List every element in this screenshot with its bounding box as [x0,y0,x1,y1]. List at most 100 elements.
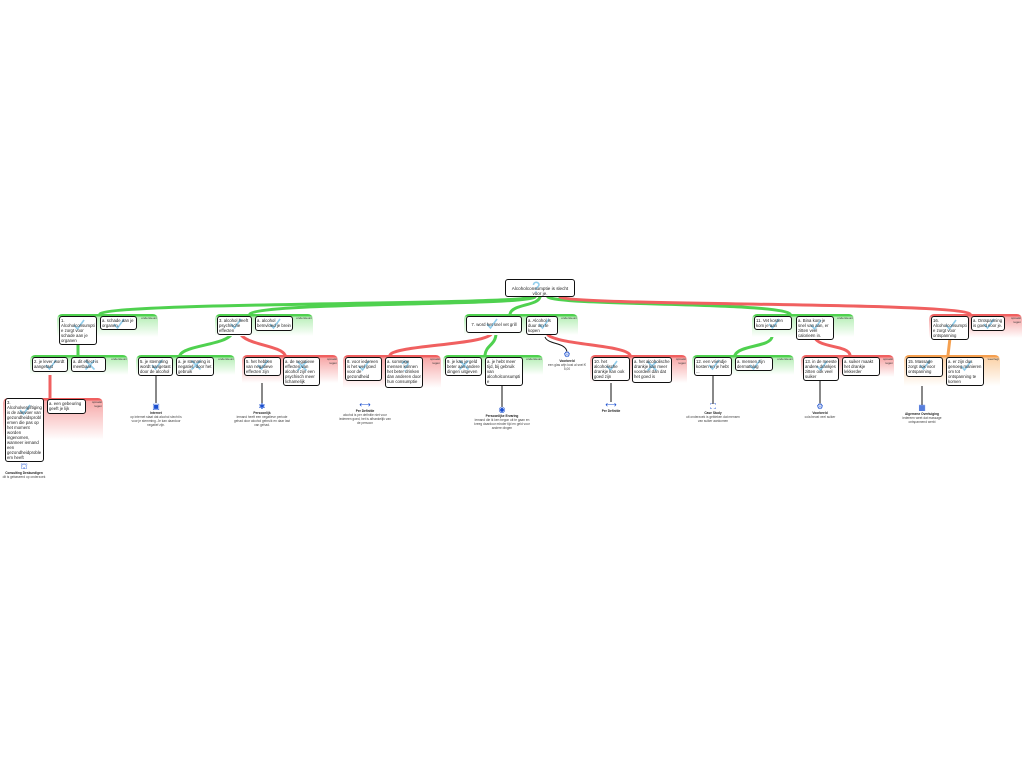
node-text: 16. Alcoholconsumptie zorgt voor ontspan… [933,318,967,338]
case-study-icon: ⛶ [710,402,716,411]
node-text: iedereen weet dat massage ontspannend we… [902,416,942,424]
claim-13[interactable]: 13. in de meeste andere drankjes zitten … [803,357,839,381]
relation-label: spreekt tegen [676,357,686,365]
relation-label: ondersteunt [561,316,577,320]
claim-2[interactable]: 2. je lever wordt aangetast [32,357,68,372]
main-claim[interactable]: Alcoholconsumptie is slecht voor je. [505,279,575,297]
reason-1a[interactable]: a. schade aan je organen. [100,316,137,330]
experience-icon: ◉ [498,405,506,414]
node-text: 5. je stemming wordt aangetast door de a… [140,359,171,374]
node-text: een glas wijn kost al snel € 5,00 [548,363,586,371]
node-text: 7. word het snel vet grill [471,322,517,327]
node-text: a. je stemming is negatief, door het geb… [178,359,212,374]
claim-8[interactable]: 8. voor iedereen is het wel goed voor de… [345,357,382,381]
relation-label: ondersteunt [141,316,157,320]
node-text: 8. voor iedereen is het wel goed voor de… [347,359,379,379]
reason-11a[interactable]: a. Bina kom je snel van aan, er zitten v… [796,316,834,340]
claim-7[interactable]: 7. word het snel vet grill [466,316,522,333]
link-root-3 [248,295,537,316]
node-text: 3. alcohol heeft psychische effecten [219,318,249,333]
node-text: a. schade aan je organen. [102,318,134,328]
link-16-15 [946,336,952,357]
claim-10[interactable]: 10. het alcoholische drankje kan ook goe… [592,357,630,381]
node-text: dit is gebaseerd op onderzoek [2,475,46,479]
node-text: alcohol is per definitie niet voor ieder… [339,413,391,425]
reason-9a[interactable]: a. je hebt meer tijd, bij gebruik van al… [485,357,523,386]
node-text: Algemene Overtuiging [904,412,939,416]
node-text: Per Definitie [355,409,375,413]
claim-9[interactable]: 9. je kan je geld beter aan andere dinge… [445,357,482,376]
node-text: a. er zijn dus genoeg manieren om tot on… [948,359,982,384]
definition-icon: ⟷ [605,400,617,409]
link-3-5 [178,331,234,357]
node-text: op internet staat dat alcohol slecht is … [130,415,182,427]
node-text: Consulting Deskundigen [5,471,43,475]
relation-label: spreekt tegen [883,357,893,365]
node-text: 1. Alcoholconsumptie zorgt voor schade a… [61,318,95,343]
node-text: Persoonlijk [253,411,271,415]
node-text: 5. het hebben van negatieve effecten zij… [246,359,273,374]
node-text: 15. Massage zorgt ook voor ontspanning [908,359,936,374]
node-text: Per Definitie [601,409,621,413]
evidence-link [544,336,568,353]
reason-4a[interactable]: a. een gebeuring geeft je lijk [47,399,86,414]
node-text: Voorbeeld [812,411,828,415]
relation-label: ondersteunt [296,316,312,320]
reason-3a[interactable]: a. alcohol beïnvloed je brein [255,316,293,331]
relation-label: spreekt tegen [92,400,102,408]
reason-6a[interactable]: a. de negatieve effecten van alcohol zij… [283,357,320,386]
reason-16a[interactable]: a. Ontspanning is goed voor je. [971,316,1005,331]
link-root-16 [558,295,972,316]
relation-label: ondersteunt [837,316,853,320]
node-text: 11. Vet kosten kom je aan [756,318,783,328]
reason-15a[interactable]: a. er zijn dus genoeg manieren om tot on… [946,357,984,386]
relation-label: spreekt tegen [430,357,440,365]
reason-12a[interactable]: a. mensen zijn dermatolog [735,357,773,371]
node-text: cola bevat veel suiker [804,415,836,419]
claim-5[interactable]: 5. je stemming wordt aangetast door de a… [138,357,173,376]
node-text: Internet [150,411,162,415]
node-text: 9. je kan je geld beter aan andere dinge… [447,359,480,374]
reason-13a[interactable]: a. suiker maakt het drankje lekkerder [842,357,880,376]
reason-7a[interactable]: a. Alcohol is duur om te kopen [526,316,558,335]
claim-3[interactable]: 3. alcohol heeft psychische effecten [217,316,252,335]
personal-icon: ✱ [258,402,266,411]
link-root-11 [546,295,792,316]
relation-label: ondersteunt [777,357,793,361]
expert-icon: ⛫ [20,462,28,471]
node-text: Case Study [704,411,722,415]
reason-8a[interactable]: a. sommige mensen kunnen het beter drink… [385,357,423,388]
claim-6[interactable]: 5. het hebben van negatieve effecten zij… [244,357,281,376]
relation-label: ondersteunt [218,357,234,361]
claim-4[interactable]: 3. Alcoholvergiftiging is de aanvoer van… [5,398,44,462]
claim-12[interactable]: 12. een vriendje kosten en je hebt ... [694,357,732,376]
claim-15[interactable]: 15. Massage zorgt ook voor ontspanning [906,357,943,377]
link-7-8 [388,331,494,357]
node-text: iemand heeft een negatieve periode gehad… [234,415,290,427]
example-icon: ⚙ [816,402,824,411]
claim-11[interactable]: 11. Vet kosten kom je aan [754,316,792,330]
reason-5a[interactable]: a. je stemming is negatief, door het geb… [176,357,214,376]
node-text: 12. een vriendje kosten en je hebt ... [696,359,729,374]
link-3-6 [238,331,287,357]
claim-1[interactable]: 1. Alcoholconsumptie zorgt voor schade a… [59,316,97,345]
link-7-9 [483,331,498,357]
node-text: a. alcohol beïnvloed je brein [257,318,291,328]
claim-16[interactable]: 16. Alcoholconsumptie zorgt voor ontspan… [931,316,969,340]
link-7-10 [546,333,632,357]
link-11-12 [733,335,774,357]
reason-10a[interactable]: a. het alcoholische drankje kan meer voo… [632,357,672,383]
evidence-definition-2[interactable]: ⟷Per Definitie [583,400,639,413]
relation-label: ondersteunt [111,357,127,361]
node-text: uit onderzoek is gebleken dat mensen van… [686,415,740,423]
reason-2a[interactable]: a. dit effect is meetbaar [71,357,106,372]
